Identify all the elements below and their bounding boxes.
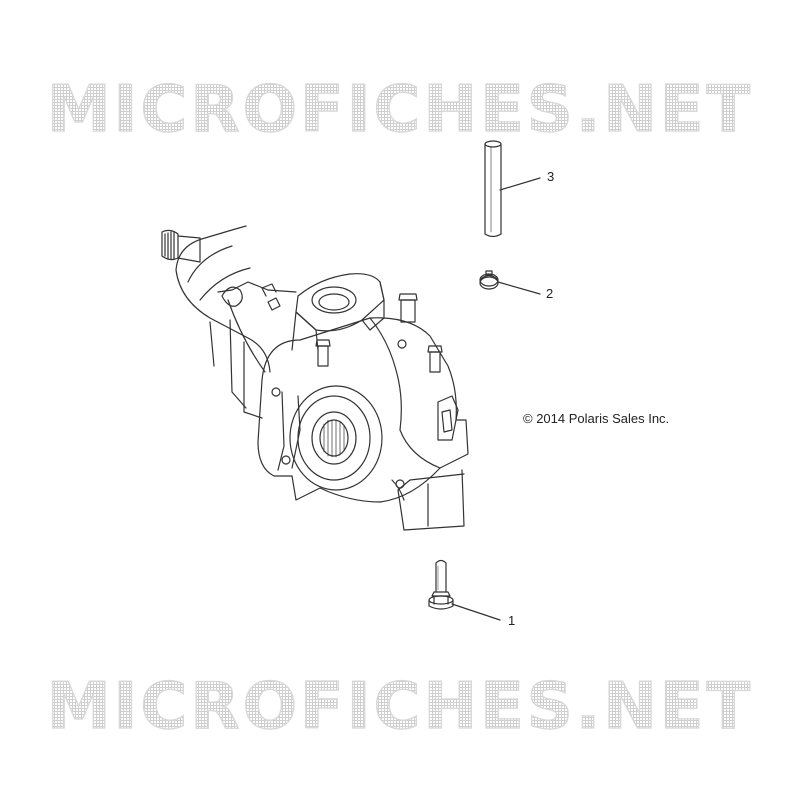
callout-number-3: 3	[547, 169, 555, 184]
leader-line-1	[451, 603, 501, 621]
watermark-bottom: MICROFICHES.NET	[0, 674, 800, 740]
watermark-top: MICROFICHES.NET	[0, 77, 800, 143]
callout-number-2: 2	[546, 286, 554, 301]
clamp	[479, 270, 499, 290]
bolt	[428, 559, 454, 610]
leader-line-2	[497, 281, 541, 295]
callout-number-1: 1	[508, 613, 516, 628]
gearcase-assembly	[161, 225, 469, 531]
copyright-notice: © 2014 Polaris Sales Inc.	[523, 411, 670, 426]
vent-tube	[484, 140, 502, 238]
leader-line-3	[499, 177, 541, 191]
